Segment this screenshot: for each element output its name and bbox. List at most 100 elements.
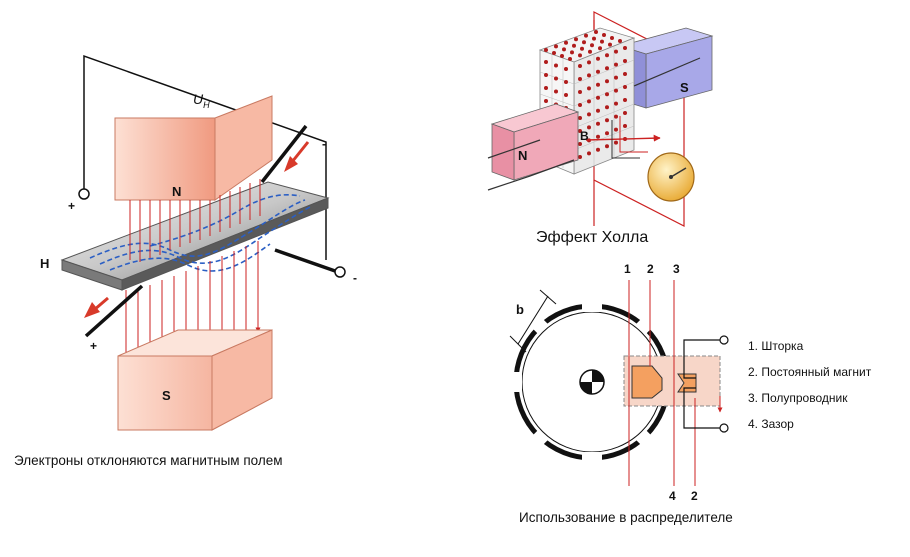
electron-dot — [596, 69, 600, 74]
electron-dot — [623, 124, 627, 128]
electron-dot — [605, 66, 609, 71]
hall-pole-n-label: N — [518, 148, 527, 163]
minus-right-label: - — [353, 271, 357, 285]
electron-dot — [578, 77, 582, 81]
electron-dot — [623, 72, 627, 76]
electron-dot — [578, 116, 582, 120]
electron-dot — [544, 99, 548, 103]
electron-dot — [582, 40, 586, 45]
legend-item-1: 1. Шторка — [748, 339, 804, 353]
electron-dot — [587, 151, 591, 156]
magnet-n-top — [114, 95, 273, 201]
electron-dot — [568, 57, 572, 61]
top-number-2: 2 — [647, 262, 654, 276]
hall-pole-s-label: S — [680, 80, 689, 95]
current-wire-top — [260, 124, 308, 184]
electron-dot — [554, 89, 558, 94]
electron-dot — [614, 75, 618, 80]
electron-dot — [554, 76, 558, 81]
permanent-magnet — [631, 365, 663, 399]
left-caption: Электроны отклоняются магнитным полем — [14, 453, 283, 468]
electron-dot — [578, 129, 582, 133]
electron-dot — [596, 147, 600, 152]
electron-dot — [578, 64, 582, 68]
electron-dot — [605, 131, 609, 136]
field-lines-top — [129, 179, 261, 262]
electron-dot — [580, 46, 584, 51]
electron-dot — [564, 93, 568, 97]
electron-dot — [570, 50, 574, 55]
electron-dot — [584, 33, 588, 38]
field-b-label: B — [580, 129, 589, 143]
electron-dot — [554, 63, 558, 68]
distributor-caption: Использование в распределителе — [519, 510, 733, 525]
electron-dot — [544, 73, 548, 77]
gap-dimension — [509, 289, 557, 353]
hall-effect-caption: Эффект Холла — [536, 229, 649, 246]
gap-b-label: b — [516, 302, 524, 317]
electron-dot — [600, 39, 604, 44]
electron-dot — [614, 127, 618, 132]
electron-dot — [605, 144, 609, 149]
electron-dot — [590, 43, 594, 48]
electron-dot — [578, 53, 582, 58]
electron-dot — [605, 92, 609, 97]
hall-magnet-n — [490, 103, 580, 181]
electron-dot — [587, 125, 591, 130]
electron-dot — [596, 134, 600, 139]
electron-dot — [608, 42, 612, 47]
electron-dot — [605, 118, 609, 123]
current-wire-right — [274, 248, 339, 274]
electron-dot — [596, 108, 600, 113]
electron-dot — [572, 43, 576, 48]
electron-dot — [564, 67, 568, 71]
pole-s-label: S — [162, 388, 171, 403]
electron-dot — [578, 90, 582, 94]
electron-dot — [564, 40, 568, 45]
reference-lines — [628, 280, 696, 486]
electron-dot — [623, 85, 627, 89]
top-number-3: 3 — [673, 262, 680, 276]
electron-dot — [618, 39, 622, 43]
current-arrow-bottom — [84, 296, 109, 318]
electron-dot — [614, 101, 618, 106]
legend-item-2: 2. Постоянный магнит — [748, 365, 872, 379]
electron-dot — [564, 80, 568, 84]
electron-dot — [587, 60, 591, 65]
output-circuit — [683, 335, 729, 433]
electron-dot — [587, 99, 591, 104]
electron-dot — [544, 86, 548, 90]
voltage-wire — [83, 54, 327, 190]
left-hall-diagram: UH N S H + - - + — [40, 54, 357, 431]
electron-dot — [614, 140, 618, 145]
distributor-diagram: b 1 2 3 4 2 1. Шторка 2. Пос — [509, 262, 872, 503]
legend-item-3: 3. Полупроводник — [748, 391, 848, 405]
voltmeter-gauge — [647, 152, 695, 202]
electron-dot — [578, 103, 582, 107]
electron-dot — [614, 88, 618, 93]
electron-dot — [587, 73, 591, 78]
top-number-1: 1 — [624, 262, 631, 276]
electron-dot — [614, 49, 618, 54]
electron-dot — [614, 62, 618, 67]
electron-dot — [605, 105, 609, 110]
terminal-left — [78, 188, 90, 200]
electron-dot — [594, 30, 598, 34]
electron-dot — [596, 82, 600, 87]
electron-dot — [562, 47, 566, 52]
rotor-hub — [579, 369, 605, 395]
electron-dot — [578, 142, 582, 146]
sensor-housing — [623, 355, 721, 407]
electron-dot — [554, 44, 558, 49]
minus-top-label: - — [322, 137, 326, 151]
electron-dot — [544, 60, 548, 64]
electron-dot — [623, 59, 627, 63]
electron-dot — [560, 54, 564, 58]
electron-dot — [552, 51, 556, 55]
electron-dot — [605, 79, 609, 84]
plus-bottom-label: + — [90, 339, 97, 353]
electron-dot — [588, 49, 592, 54]
plus-left-label: + — [68, 199, 75, 213]
hall-current-wire — [487, 139, 541, 159]
